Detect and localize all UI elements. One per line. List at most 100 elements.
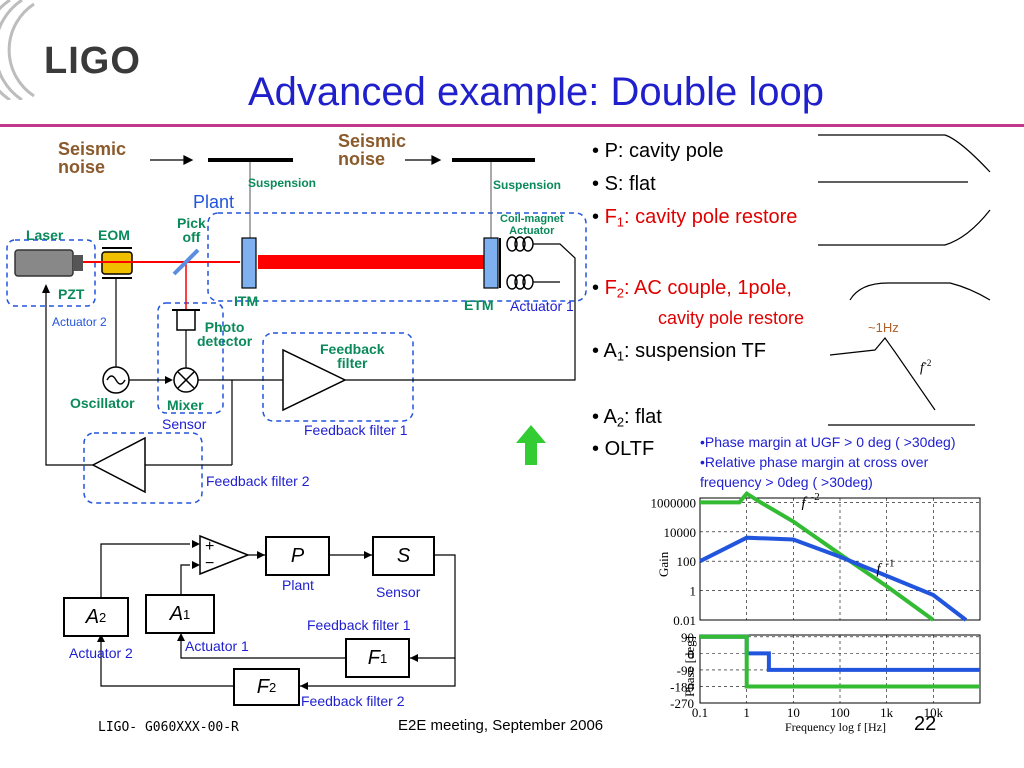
- page-number: 22: [914, 713, 937, 735]
- feedback-filter-1-label-bottom: Feedback filter 1: [307, 617, 411, 633]
- bullet-symbol: F: [604, 277, 617, 299]
- feedback2-region: [83, 432, 203, 504]
- annotation-f-minus1: f: [876, 561, 882, 577]
- bullet-symbol: A: [603, 406, 617, 428]
- bullet-item: • F1: cavity pole restore: [592, 206, 797, 229]
- eom-label: EOM: [98, 227, 130, 243]
- plant-label-bottom: Plant: [282, 577, 314, 593]
- block-diagram-lines: [97, 534, 456, 690]
- slide-title: Advanced example: Double loop: [248, 70, 824, 114]
- phase-tick-label: -180: [670, 679, 694, 694]
- suspension-label-2: Suspension: [493, 178, 562, 192]
- actuator1-label-top: Actuator 1: [510, 298, 574, 314]
- bullet-text: : AC couple, 1pole,: [624, 277, 792, 299]
- laser-region: [6, 239, 96, 307]
- gain-tick-label: 100: [677, 554, 697, 569]
- bullet-text: : suspension TF: [624, 340, 766, 362]
- sensor-label-bottom: Sensor: [376, 584, 421, 600]
- gain-tick-label: 10000: [664, 525, 697, 540]
- bullet-dot-icon: •: [592, 206, 605, 228]
- feedback-filter-1-label-top: Feedback filter 1: [304, 422, 408, 438]
- logo-arcs-icon: [0, 0, 35, 102]
- etm-label: ETM: [464, 297, 494, 313]
- feedback-filter-2-amp: [91, 436, 146, 494]
- pzt-label: PZT: [58, 286, 85, 302]
- phase-tick-label: 90: [681, 630, 694, 645]
- gain-series-line: [699, 535, 968, 622]
- sketch-cavity-pole: [818, 134, 991, 173]
- sketch-suspension: [829, 337, 936, 411]
- annotation-f-minus2: f: [802, 495, 808, 511]
- phase-series-line: [700, 634, 980, 689]
- laser-body: [14, 249, 74, 277]
- phase-tick-label: -90: [677, 663, 694, 678]
- bullet-symbol: F: [604, 206, 617, 228]
- summer-minus: −: [205, 555, 215, 572]
- sensor-region: [157, 302, 224, 414]
- itm-mirror: [241, 237, 257, 289]
- phase-axis-label: Phase [deg]: [682, 636, 697, 697]
- sensor-label-top: Sensor: [162, 416, 207, 432]
- phase-margin-notes: •Phase margin at UGF > 0 deg ( >30deg) •…: [700, 434, 956, 490]
- plant-label: Plant: [193, 192, 235, 212]
- cavity-beam: [258, 255, 484, 269]
- bullet-text: : cavity pole restore: [624, 206, 798, 228]
- bullet-dot-icon: •: [592, 406, 604, 428]
- bullet-subscript: 2: [616, 285, 625, 301]
- sketch-ac-couple: [849, 282, 991, 301]
- interferometer-diagram: [6, 155, 587, 504]
- bullet-dot-icon: •: [592, 140, 605, 162]
- x-axis-label: Frequency log f [Hz]: [785, 720, 886, 734]
- x-tick-label: 10: [787, 705, 800, 720]
- bullet-dot-icon: •: [592, 340, 604, 362]
- actuator1-label-bottom: Actuator 1: [185, 638, 249, 654]
- bullet-dot-icon: •: [592, 173, 605, 195]
- s-block: S: [372, 536, 435, 576]
- bullet-item: • A2: flat: [592, 406, 662, 429]
- feedback-filter-2-label-top: Feedback filter 2: [206, 473, 310, 489]
- bullet-item: • S: flat: [592, 173, 656, 196]
- bullet-item: • P: cavity pole: [592, 140, 724, 163]
- actuator2-label-bottom: Actuator 2: [69, 645, 133, 661]
- bullet-symbol: A: [603, 340, 617, 362]
- phase-tick-label: 0: [688, 646, 695, 661]
- annotation-f-minus2-exp: -2: [811, 491, 820, 503]
- phase-tick-label: -270: [670, 696, 694, 711]
- laser-label: Laser: [26, 227, 64, 243]
- x-tick-label: 10k: [924, 705, 944, 720]
- mixer-label: Mixer: [167, 397, 204, 413]
- bullet-symbol: OLTF: [604, 438, 655, 460]
- title-divider: [0, 124, 1024, 127]
- summer-amp: [199, 534, 251, 576]
- feedback-filter-2-label-bottom: Feedback filter 2: [301, 693, 405, 709]
- x-tick-label: 1k: [880, 705, 894, 720]
- p-block: P: [265, 536, 330, 576]
- sketch-pole-restore: [818, 209, 991, 246]
- tf-sketches: [818, 134, 991, 426]
- x-tick-label: 100: [830, 705, 850, 720]
- footer-meeting: E2E meeting, September 2006: [398, 717, 604, 734]
- bullet-symbol: P: [604, 140, 618, 162]
- x-tick-label: 1: [743, 705, 750, 720]
- annotation-f-minus1-exp: -1: [885, 557, 894, 569]
- bullet-item: • OLTF: [592, 438, 654, 461]
- itm-label: ITM: [234, 293, 259, 309]
- actuator2-label-top: Actuator 2: [52, 315, 107, 329]
- f2-continuation: cavity pole restore: [658, 308, 805, 328]
- suspension-label-1: Suspension: [248, 176, 317, 190]
- bullet-dot-icon: •: [592, 277, 605, 299]
- bullet-subscript: 1: [616, 214, 625, 230]
- bullet-subscript: 2: [616, 414, 625, 430]
- plant-region: [207, 212, 587, 302]
- summer-plus: +: [205, 538, 215, 555]
- bullet-dot-icon: •: [592, 438, 605, 460]
- feedback-filter-1-amp: [282, 348, 347, 412]
